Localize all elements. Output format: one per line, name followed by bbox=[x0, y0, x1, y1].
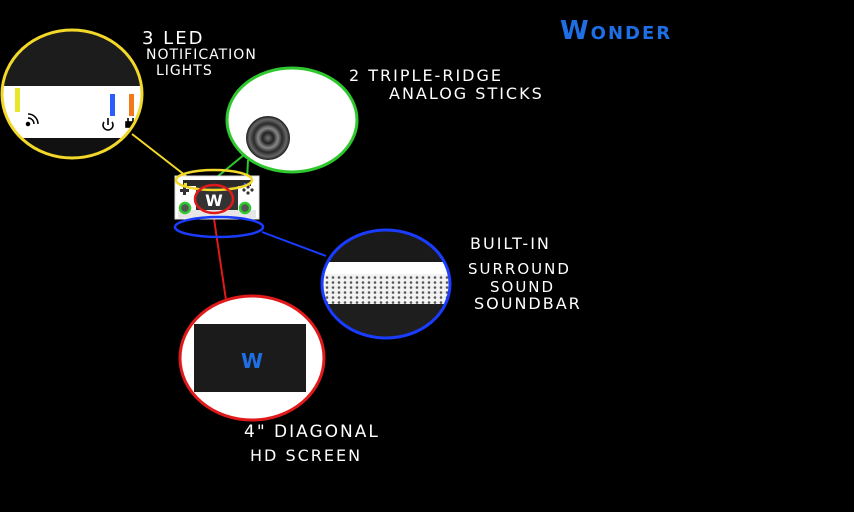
sticks-label-line2: ANALOG STICKS bbox=[389, 84, 544, 103]
analog-stick-left bbox=[178, 201, 192, 215]
led-light-yellow bbox=[15, 88, 20, 112]
led-light-orange bbox=[129, 94, 134, 116]
wifi-icon bbox=[25, 113, 39, 127]
soundbar-label-line2: SURROUND bbox=[468, 260, 571, 278]
brand-title: Wonder bbox=[560, 16, 673, 46]
screen-label-line2: HD SCREEN bbox=[250, 446, 363, 465]
screen-label-line1: 4" DIAGONAL bbox=[244, 422, 380, 442]
device-logo: W bbox=[205, 191, 223, 210]
dpad-icon bbox=[180, 186, 189, 195]
sticks-label-line1: 2 TRIPLE-RIDGE bbox=[349, 66, 503, 85]
hd-screen-closeup bbox=[194, 324, 306, 392]
leds-label-line2: NOTIFICATION bbox=[146, 47, 257, 63]
sticks-zoom-bubble bbox=[225, 66, 359, 174]
soundbar-connector-line bbox=[261, 231, 327, 257]
analog-stick-closeup bbox=[246, 116, 290, 160]
device-led-strip bbox=[184, 183, 187, 186]
soundbar-label-line4: SOUNDBAR bbox=[474, 294, 582, 313]
led-light-blue bbox=[110, 94, 115, 116]
leds-label-line3: LIGHTS bbox=[156, 63, 213, 79]
soundbar-highlight bbox=[173, 215, 265, 239]
handheld-device: W bbox=[173, 168, 265, 239]
soundbar-label-line3: SOUND bbox=[490, 278, 556, 296]
screen-connector-line bbox=[212, 211, 227, 301]
soundbar-label-line1: BUILT-IN bbox=[470, 234, 551, 253]
led-highlight bbox=[174, 168, 254, 192]
leds-zoom-bubble bbox=[0, 28, 144, 160]
leds-label-line1: 3 LED bbox=[142, 28, 205, 49]
leds-connector-line bbox=[131, 133, 187, 177]
analog-stick-right bbox=[238, 201, 252, 215]
soundbar-zoom-bubble bbox=[320, 228, 452, 340]
power-icon bbox=[102, 118, 114, 131]
screen-zoom-bubble: W bbox=[178, 294, 326, 422]
screen-highlight bbox=[193, 183, 235, 215]
screen-logo: W bbox=[241, 349, 263, 373]
